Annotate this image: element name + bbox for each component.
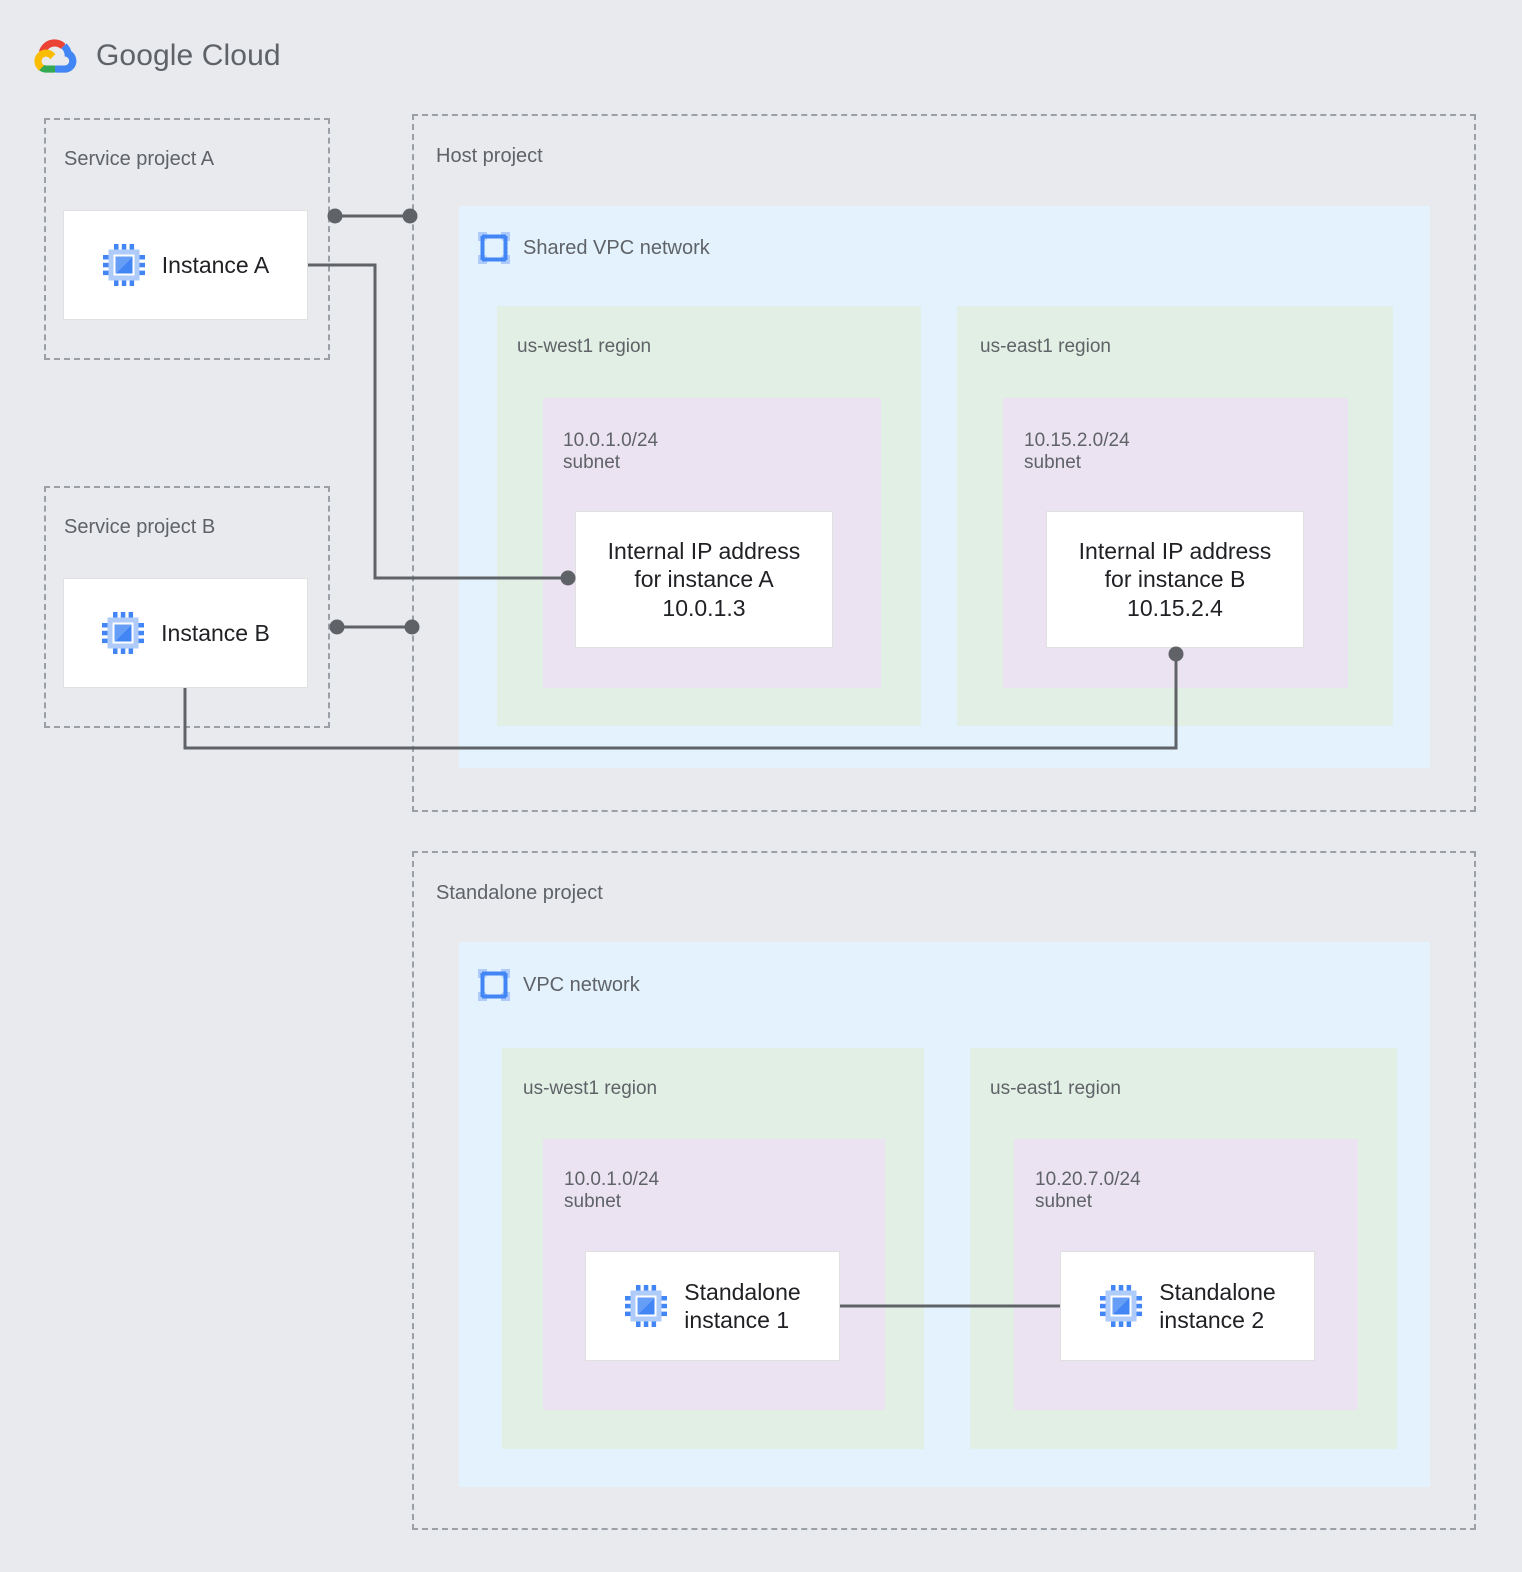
vpc-network-icon — [478, 232, 510, 264]
internal-ip-instance-b-card[interactable]: Internal IP address for instance B 10.15… — [1046, 511, 1304, 648]
brand-name-google: Google — [96, 39, 194, 72]
brand-wordmark: Google Cloud — [96, 39, 281, 73]
subnet-standalone-us-west1-label: 10.0.1.0/24 subnet — [564, 1169, 660, 1213]
connector-instance-b-to-host-project — [329, 619, 420, 635]
internal-ip-instance-a-card[interactable]: Internal IP address for instance A 10.0.… — [575, 511, 833, 648]
google-cloud-logo-icon — [34, 39, 77, 73]
cpu-chip-icon — [102, 244, 145, 286]
shared-vpc-network-title: Shared VPC network — [523, 236, 710, 259]
project-service-a-label: Service project A — [64, 148, 215, 170]
instance-a-content: Instance A — [102, 243, 269, 287]
project-standalone-label: Standalone project — [436, 882, 603, 904]
standalone-instance-2-label: Standalone instance 2 — [1159, 1278, 1276, 1333]
vpc-network-title: VPC network — [523, 973, 640, 996]
shared-vpc-network-header: Shared VPC network — [478, 232, 710, 264]
internal-ip-instance-a-label: Internal IP address for instance A 10.0.… — [607, 538, 801, 621]
brand-name-cloud: Cloud — [201, 39, 281, 72]
region-host-us-west1-label: us-west1 region — [517, 336, 652, 357]
connector-instance-a-to-host-project — [327, 208, 418, 224]
project-service-b-label: Service project B — [64, 516, 216, 538]
project-service-a — [44, 118, 330, 360]
vpc-network-icon — [478, 969, 510, 1001]
cpu-chip-icon — [102, 612, 145, 654]
standalone-instance-2-card[interactable]: Standalone instance 2 — [1060, 1251, 1315, 1361]
region-standalone-us-west1-label: us-west1 region — [523, 1078, 658, 1099]
vpc-network-header: VPC network — [478, 969, 640, 1001]
subnet-host-us-east1-label: 10.15.2.0/24 subnet — [1024, 430, 1130, 474]
google-cloud-branding: Google Cloud — [34, 36, 281, 76]
cpu-chip-icon — [625, 1285, 668, 1327]
instance-b-content: Instance B — [101, 611, 270, 655]
standalone-instance-1-card[interactable]: Standalone instance 1 — [585, 1251, 840, 1361]
instance-a-label: Instance A — [161, 251, 270, 278]
standalone-instance-2-content: Standalone instance 2 — [1099, 1278, 1276, 1334]
instance-a-card[interactable]: Instance A — [63, 210, 308, 320]
region-standalone-us-east1-label: us-east1 region — [990, 1078, 1121, 1099]
internal-ip-instance-b-label: Internal IP address for instance B 10.15… — [1078, 538, 1272, 621]
instance-b-card[interactable]: Instance B — [63, 578, 308, 688]
cpu-chip-icon — [1100, 1285, 1143, 1327]
project-standalone — [412, 851, 1476, 1530]
subnet-standalone-us-east1-label: 10.20.7.0/24 subnet — [1035, 1169, 1141, 1213]
project-host-label: Host project — [436, 145, 543, 167]
standalone-instance-1-content: Standalone instance 1 — [624, 1278, 801, 1334]
instance-b-label: Instance B — [161, 619, 270, 646]
standalone-instance-1-label: Standalone instance 1 — [684, 1278, 801, 1333]
subnet-host-us-west1-label: 10.0.1.0/24 subnet — [563, 430, 659, 474]
region-host-us-east1-label: us-east1 region — [980, 336, 1111, 357]
